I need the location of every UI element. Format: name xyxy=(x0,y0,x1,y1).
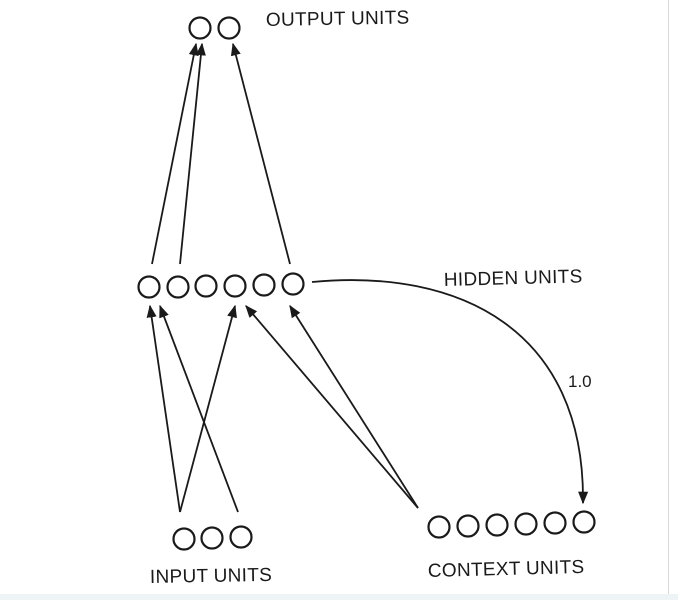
hidden-unit-1 xyxy=(137,275,161,299)
hidden-units-label: HIDDEN UNITS xyxy=(444,266,583,291)
context-unit-1 xyxy=(427,515,451,539)
hidden-units xyxy=(137,272,305,299)
output-units-label: OUTPUT UNITS xyxy=(266,7,410,31)
hidden-unit-6 xyxy=(281,272,305,296)
context-unit-6 xyxy=(572,510,596,534)
output-units xyxy=(188,16,241,40)
output-unit-1 xyxy=(188,16,212,40)
context-to-hidden-connections xyxy=(245,304,419,509)
hidden-to-output-connections xyxy=(151,42,291,265)
connection-hidden-1-output-1 xyxy=(151,42,199,265)
hidden-unit-5 xyxy=(252,273,276,297)
copy-weight-label: 1.0 xyxy=(568,372,592,391)
input-units-label: INPUT UNITS xyxy=(150,565,273,588)
hidden-unit-3 xyxy=(194,274,218,298)
connection-hidden-2-output-1 xyxy=(179,42,206,265)
context-unit-2 xyxy=(456,514,480,538)
connection-hidden-6-output-2 xyxy=(230,42,291,265)
output-unit-2 xyxy=(217,16,241,40)
copy-connection-hidden-to-context xyxy=(311,279,589,505)
input-to-hidden-connections xyxy=(146,304,239,513)
connection-input-1-hidden-1 xyxy=(146,304,181,513)
input-units xyxy=(172,525,253,551)
connection-context-1-hidden-4 xyxy=(245,305,419,509)
bottom-strip xyxy=(0,594,678,600)
page-edge-line xyxy=(668,0,669,594)
context-unit-5 xyxy=(543,511,567,535)
input-unit-1 xyxy=(172,527,196,551)
context-unit-4 xyxy=(514,512,538,536)
hidden-unit-2 xyxy=(166,275,190,299)
input-unit-2 xyxy=(200,526,224,550)
connection-input-3-hidden-1 xyxy=(159,304,239,513)
input-unit-3 xyxy=(229,525,253,549)
context-units-label: CONTEXT UNITS xyxy=(428,557,585,582)
context-units xyxy=(427,510,596,539)
connection-context-1-hidden-6 xyxy=(289,304,419,509)
context-unit-3 xyxy=(485,513,509,537)
connection-input-1-hidden-4 xyxy=(179,304,237,513)
hidden-unit-4 xyxy=(223,274,247,298)
